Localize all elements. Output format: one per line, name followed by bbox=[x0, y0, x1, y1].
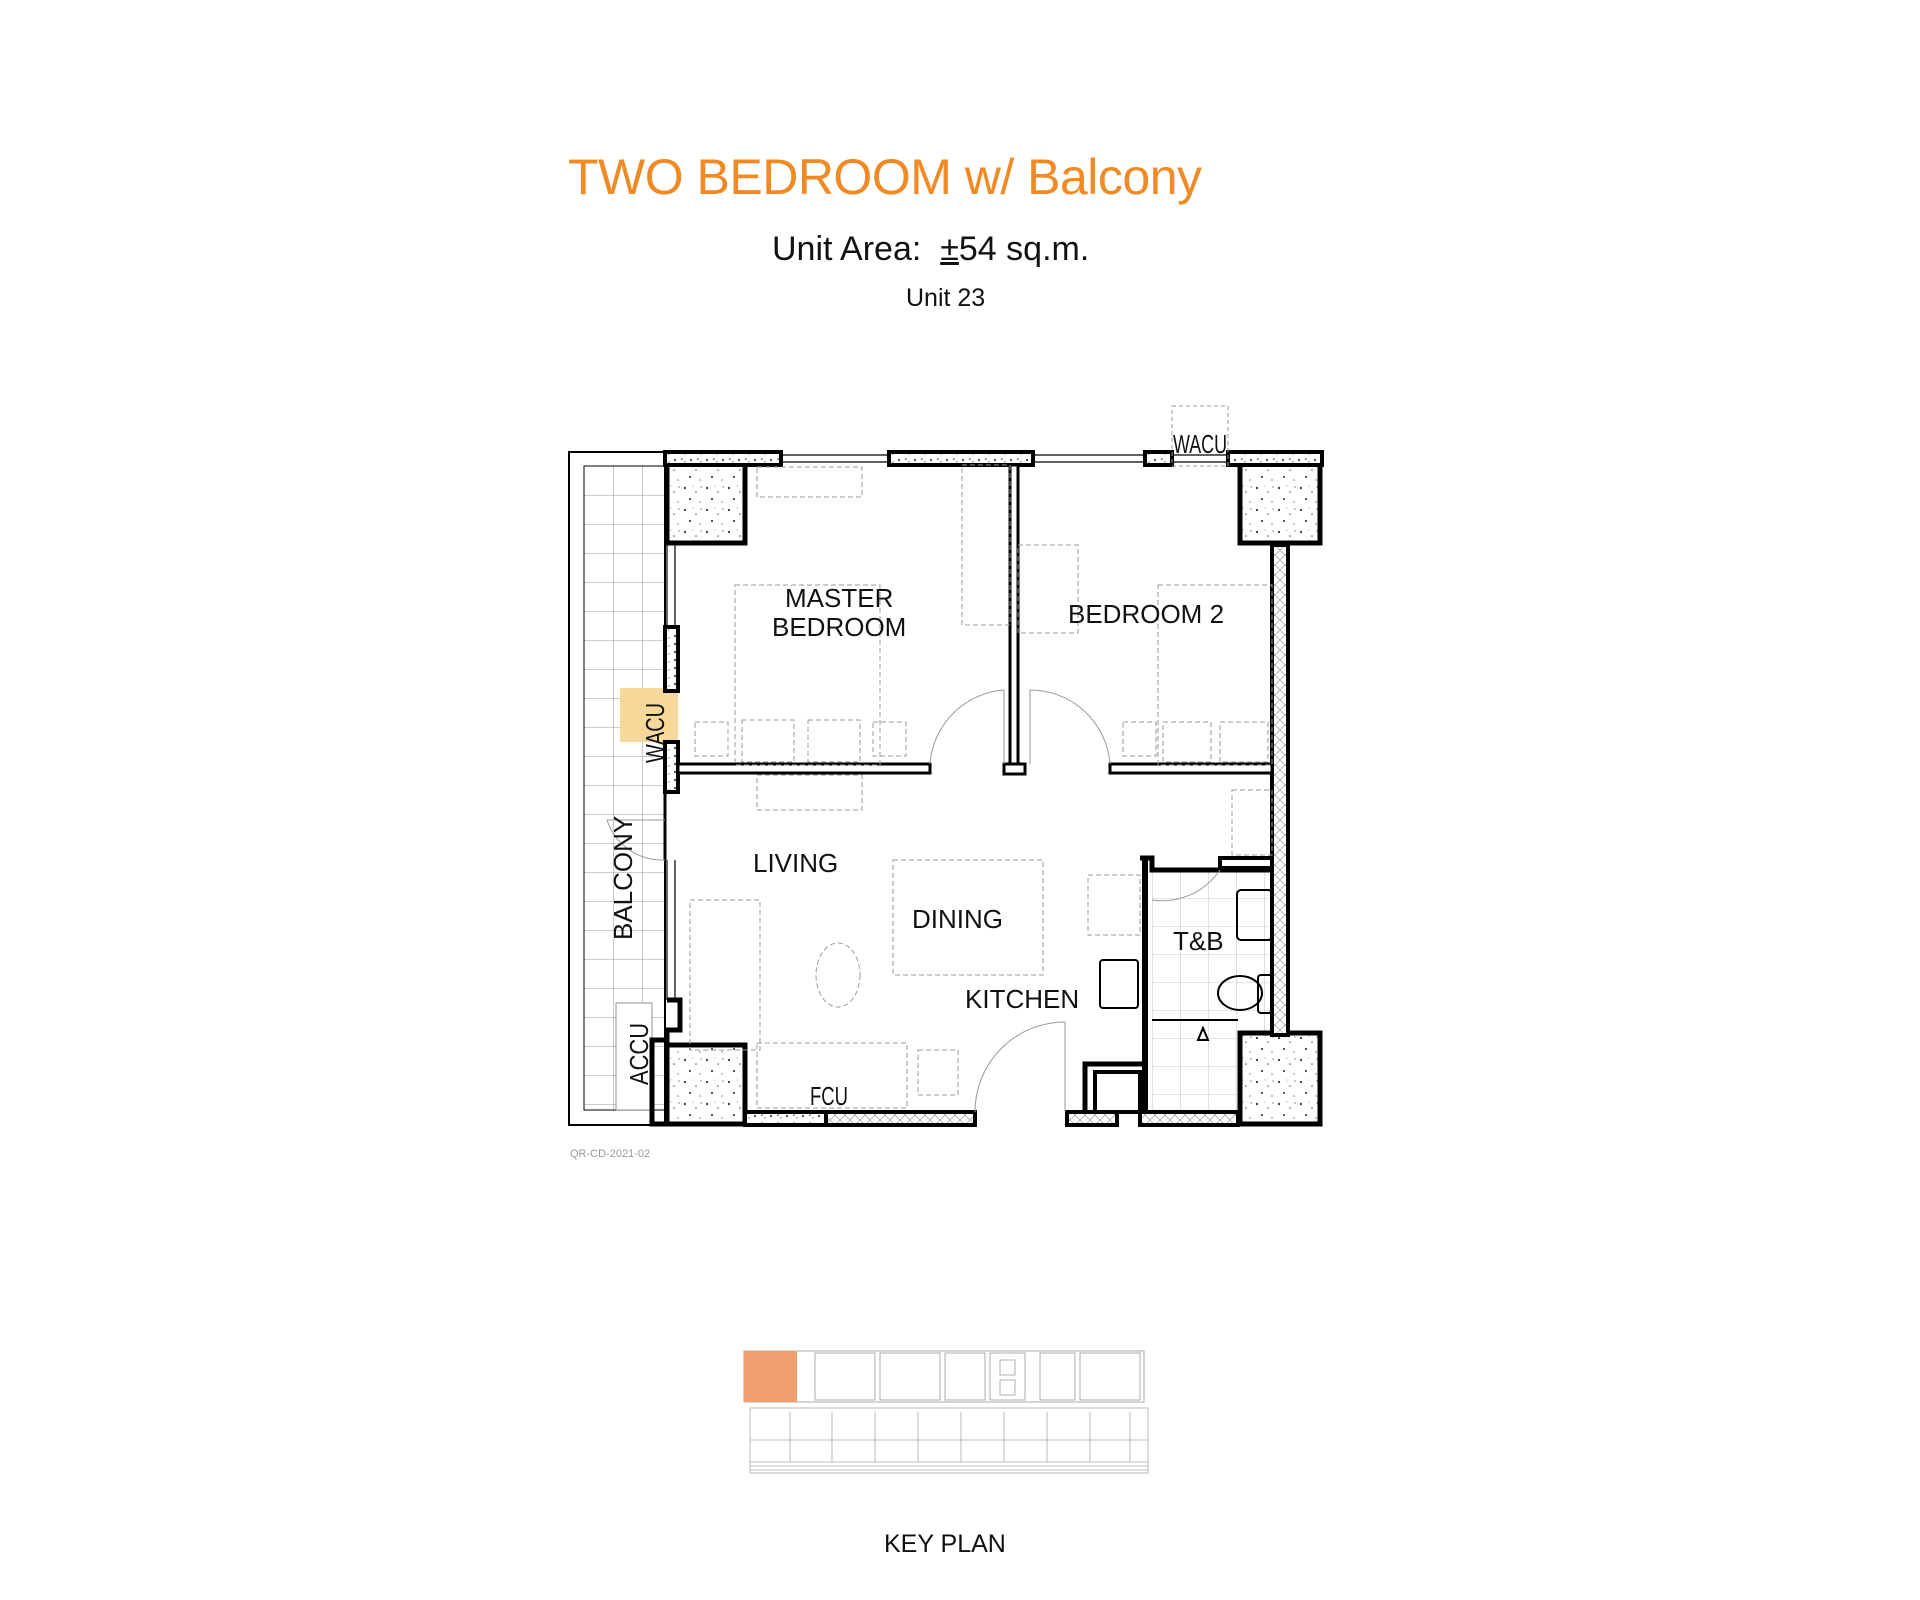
key-plan bbox=[743, 1350, 1149, 1474]
plan-title: TWO BEDROOM w/ Balcony bbox=[568, 149, 1202, 205]
tb-fixtures bbox=[1217, 889, 1273, 1014]
key-plan-highlight bbox=[744, 1351, 797, 1402]
shower-drain-icon bbox=[1196, 1025, 1210, 1041]
label-master-bedroom-2: BEDROOM bbox=[772, 612, 906, 642]
exterior-walls bbox=[649, 450, 1324, 1127]
label-living: LIVING bbox=[753, 848, 838, 878]
label-balcony: BALCONY bbox=[608, 816, 638, 940]
doors bbox=[606, 689, 1221, 1113]
kitchen-sink bbox=[1099, 959, 1139, 1009]
accu-box bbox=[615, 1002, 653, 1111]
unit-area: Unit Area: ±54 sq.m. bbox=[772, 232, 1089, 266]
unit-area-label: Unit Area: bbox=[772, 230, 922, 268]
wacu-highlight bbox=[620, 688, 678, 742]
label-master-bedroom-1: MASTER bbox=[785, 583, 893, 613]
unit-area-value: 54 sq.m. bbox=[958, 230, 1090, 268]
label-wacu-left: WACU bbox=[640, 703, 670, 763]
key-plan-label: KEY PLAN bbox=[884, 1530, 1006, 1558]
label-fcu: FCU bbox=[810, 1081, 848, 1111]
furniture bbox=[689, 464, 1273, 1109]
label-dining: DINING bbox=[912, 904, 1003, 934]
label-wacu-top: WACU bbox=[1173, 429, 1227, 459]
interior-walls bbox=[676, 463, 1274, 1114]
label-accu: ACCU bbox=[624, 1023, 654, 1085]
label-kitchen: KITCHEN bbox=[965, 984, 1079, 1014]
plus-minus-symbol: ± bbox=[940, 230, 959, 268]
unit-number: Unit 23 bbox=[906, 284, 986, 312]
label-tb: T&B bbox=[1173, 926, 1224, 956]
drawing-code: QR-CD-2021-02 bbox=[570, 1148, 650, 1160]
label-bedroom-2: BEDROOM 2 bbox=[1068, 599, 1224, 629]
wacu-top-box bbox=[1171, 405, 1229, 467]
